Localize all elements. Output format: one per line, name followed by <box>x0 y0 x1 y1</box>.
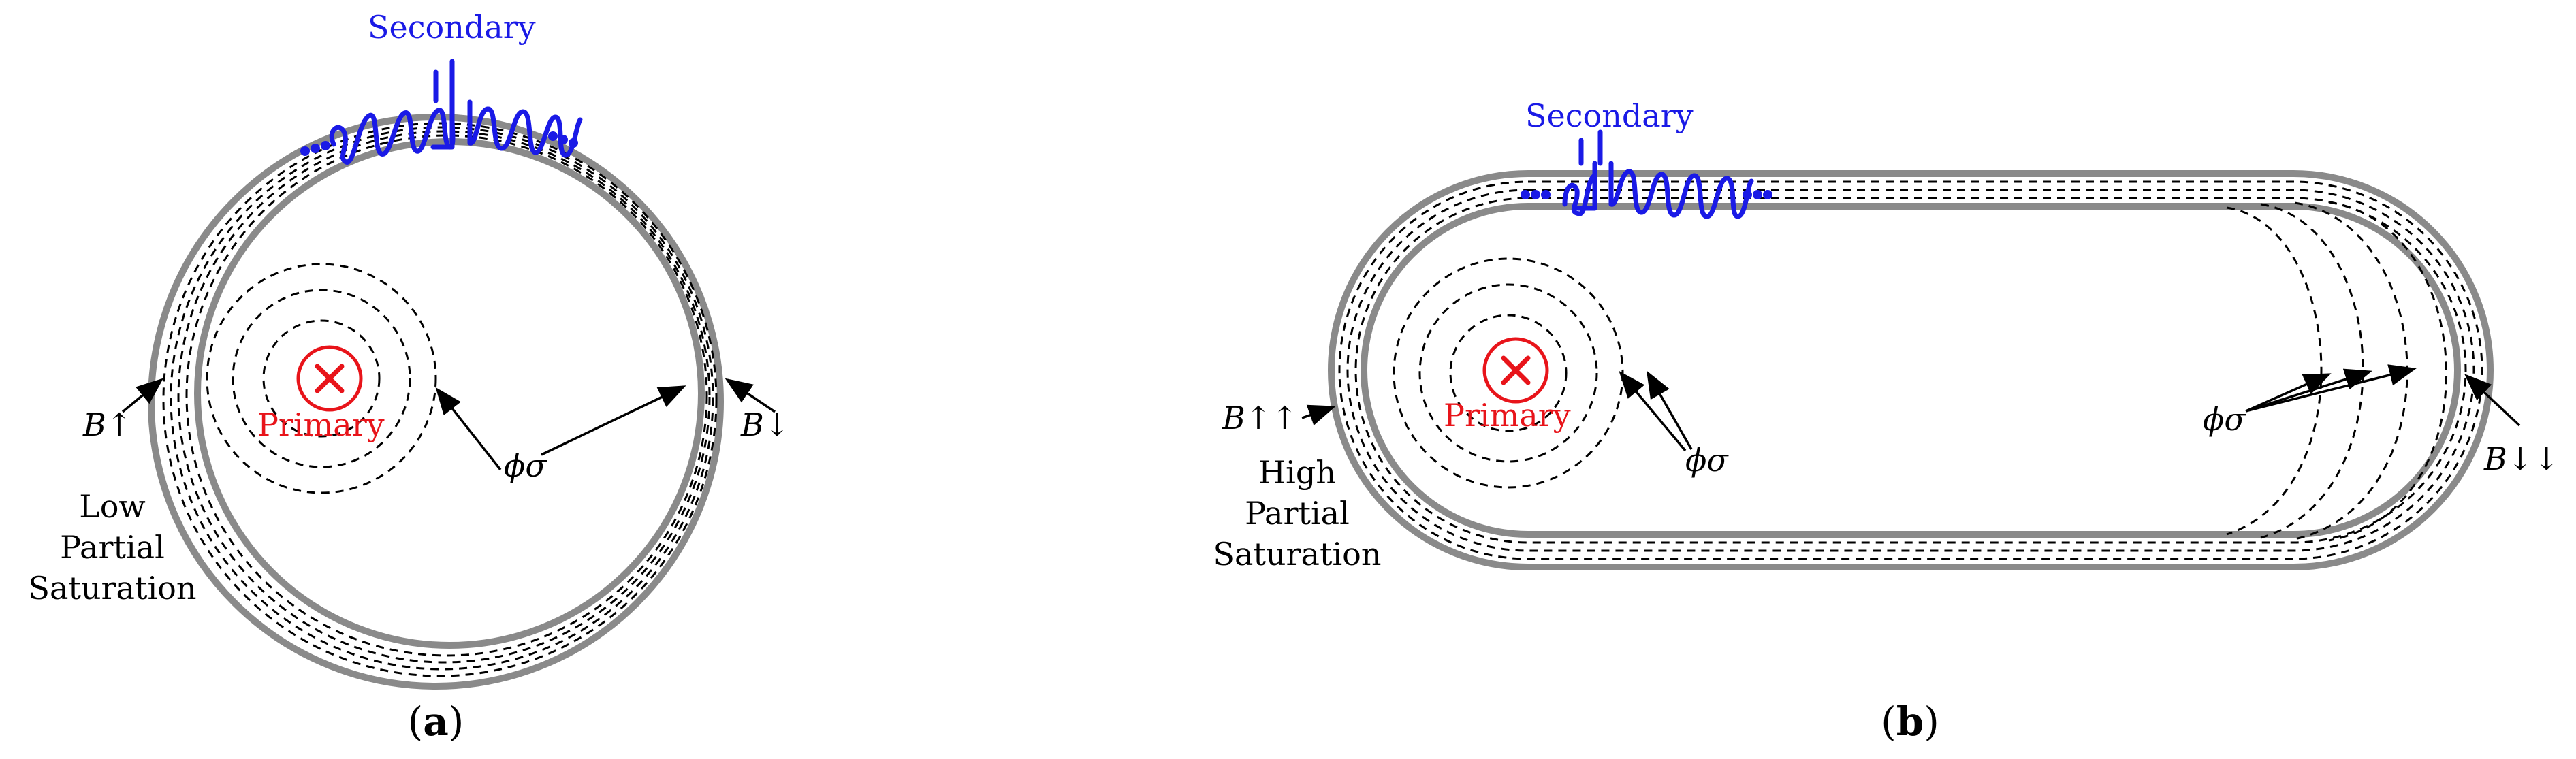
leakage-flux-arc <box>2294 201 2408 540</box>
flux-arrow <box>2245 373 2332 413</box>
caption-letter: a <box>423 698 449 745</box>
primary-label: Primary <box>257 406 385 443</box>
primary-label: Primary <box>1444 397 1571 434</box>
winding-dot <box>300 146 310 156</box>
secondary-winding <box>300 59 583 165</box>
flux-label-left: ϕσ <box>1685 442 1729 479</box>
primary-cross-icon <box>315 364 345 393</box>
saturation-line-1: High <box>1258 454 1336 491</box>
winding-dot <box>1541 190 1551 199</box>
b-right-label: B↓↓ <box>2483 440 2560 477</box>
b-right-label: B↓ <box>740 406 790 443</box>
core-outer <box>1328 170 2494 570</box>
b-right-arrow <box>2464 374 2521 427</box>
caption-a: (a) <box>408 698 464 745</box>
b-left-arrow <box>121 378 164 413</box>
winding-dot <box>1763 190 1772 199</box>
saturation-line-1: Low <box>79 488 146 525</box>
winding-dot <box>1531 190 1540 199</box>
winding-dot <box>1743 190 1752 199</box>
saturation-line-2: Partial <box>60 529 165 566</box>
winding-dot <box>558 135 568 144</box>
core-flux-line <box>162 122 718 677</box>
caption-letter: b <box>1896 698 1924 745</box>
saturation-line-3: Saturation <box>1213 536 1382 572</box>
core-inner-ring <box>194 138 705 649</box>
b-left-arrow <box>1301 404 1336 425</box>
caption-open: ( <box>1881 698 1896 745</box>
b-left-label: B↑↑ <box>1222 400 1298 436</box>
secondary-label: Secondary <box>368 9 536 46</box>
secondary-label: Secondary <box>1525 97 1694 134</box>
winding-coil-left <box>1562 161 1597 216</box>
winding-dot <box>1753 190 1762 199</box>
panel-a: Primary Secondary ϕσ B↑ B↓ Low Partial S… <box>29 9 791 745</box>
caption-open: ( <box>408 698 424 745</box>
winding-coil-left <box>329 98 456 165</box>
flux-arrow <box>2245 368 2372 413</box>
leakage-flux-arc <box>2328 201 2447 542</box>
leakage-flux-line <box>206 263 437 494</box>
winding-dot <box>1521 190 1530 199</box>
caption-b: (b) <box>1881 698 1939 745</box>
core-flux-line <box>170 126 714 671</box>
leakage-flux-line <box>1418 283 1598 463</box>
leakage-flux-line <box>1449 314 1568 432</box>
caption-close: ) <box>1924 698 1939 745</box>
secondary-winding <box>1521 129 1772 219</box>
b-left-label: B↑ <box>82 406 132 443</box>
caption-close: ) <box>449 698 464 745</box>
core-flux-line <box>1338 180 2483 560</box>
winding-dot <box>321 141 330 150</box>
leakage-flux-line <box>232 289 411 468</box>
core-flux-line <box>1346 189 2475 552</box>
flux-arrow <box>1619 370 1687 452</box>
core-inner <box>1361 203 2461 538</box>
flux-arrow <box>435 387 502 471</box>
winding-coil-right <box>1608 161 1754 219</box>
flux-arrow <box>2245 364 2417 413</box>
winding-dot <box>569 138 578 148</box>
flux-label-right: ϕσ <box>2203 401 2246 438</box>
primary-conductor <box>296 345 363 412</box>
core-flux-line <box>1354 197 2467 544</box>
primary-conductor <box>1482 337 1549 404</box>
leakage-flux-line <box>262 319 381 438</box>
flux-arrow <box>1647 370 1693 450</box>
panel-b: Primary Secondary ϕσ ϕσ B↑↑ B↓↓ High <box>1213 97 2560 745</box>
flux-arrow <box>541 385 686 456</box>
saturation-line-3: Saturation <box>29 570 197 607</box>
saturation-line-2: Partial <box>1245 495 1350 532</box>
primary-cross-icon <box>1501 355 1531 385</box>
leakage-flux-arc <box>2260 203 2364 539</box>
winding-dot <box>548 131 558 141</box>
leakage-flux-arc <box>2226 206 2323 536</box>
core-flux-line <box>185 134 708 657</box>
b-right-arrow <box>725 378 776 413</box>
winding-coil-right <box>467 99 583 158</box>
winding-dot <box>311 144 320 153</box>
flux-label: ϕσ <box>504 447 547 484</box>
